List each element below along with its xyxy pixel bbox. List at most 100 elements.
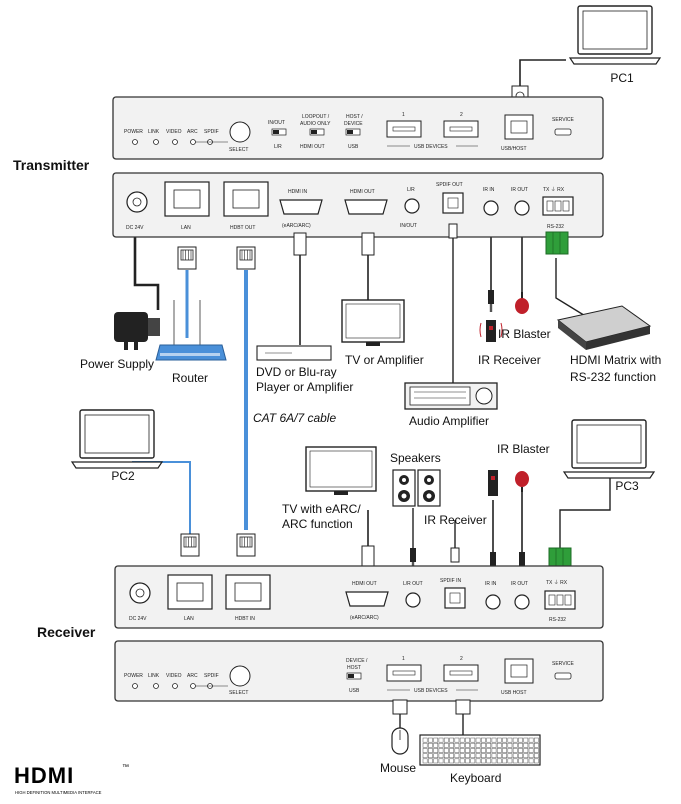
hdmi-matrix-icon bbox=[556, 305, 652, 350]
svg-text:HDMI OUT: HDMI OUT bbox=[350, 189, 375, 195]
keyboard-key bbox=[507, 753, 513, 759]
tx-rs232-green-plug bbox=[545, 231, 569, 255]
tx-lr-port[interactable] bbox=[404, 198, 420, 214]
speakers-label: Speakers bbox=[390, 451, 441, 465]
rx-lr-port[interactable] bbox=[405, 592, 421, 608]
power-supply-label: Power Supply bbox=[80, 357, 154, 371]
keyboard-key bbox=[528, 737, 534, 743]
rx-hdbt-port[interactable] bbox=[225, 574, 271, 610]
tx-rs232-port[interactable] bbox=[542, 196, 574, 216]
keyboard-key bbox=[507, 737, 513, 743]
tv-earc-label-2: ARC function bbox=[282, 517, 353, 531]
pc1-label: PC1 bbox=[610, 71, 634, 85]
keyboard-key bbox=[475, 737, 481, 743]
tv-amplifier-icon bbox=[341, 299, 405, 346]
keyboard-key bbox=[438, 753, 444, 759]
rx-ir-out-port[interactable] bbox=[514, 594, 530, 610]
keyboard-key bbox=[454, 737, 460, 743]
tx-service-port[interactable] bbox=[554, 128, 572, 136]
svg-text:USB DEVICES: USB DEVICES bbox=[414, 144, 448, 150]
dvd-label-2: Player or Amplifier bbox=[256, 380, 353, 394]
svg-text:HDBT OUT: HDBT OUT bbox=[230, 225, 255, 231]
rx-rs232-port[interactable] bbox=[544, 590, 576, 610]
svg-text:1: 1 bbox=[402, 112, 405, 118]
keyboard-key bbox=[433, 742, 439, 748]
keyboard-key bbox=[438, 742, 444, 748]
svg-text:HDMI IN: HDMI IN bbox=[288, 189, 308, 195]
keyboard-key bbox=[534, 758, 539, 764]
tx-ir-in-port[interactable] bbox=[483, 200, 499, 216]
svg-text:LOOPOUT /: LOOPOUT / bbox=[302, 114, 330, 120]
pc1-laptop bbox=[569, 5, 661, 65]
keyboard-key bbox=[465, 748, 470, 753]
keyboard-key bbox=[449, 758, 454, 764]
tx-hdmi-out-port[interactable] bbox=[344, 199, 388, 215]
keyboard-key bbox=[496, 748, 502, 753]
hdmi-matrix-label-2: RS-232 function bbox=[570, 370, 656, 384]
svg-text:2: 2 bbox=[460, 656, 463, 662]
keyboard-key bbox=[491, 748, 497, 753]
keyboard-key bbox=[428, 748, 433, 753]
tv-earc-label-1: TV with eARC/ bbox=[282, 502, 361, 516]
rx-dc-port[interactable] bbox=[129, 582, 151, 604]
rx-hdmi-out-port[interactable] bbox=[345, 591, 389, 607]
keyboard-key bbox=[486, 753, 492, 759]
tx-hdbt-port[interactable] bbox=[223, 181, 269, 217]
svg-text:SPDIF IN: SPDIF IN bbox=[440, 578, 462, 584]
svg-text:SERVICE: SERVICE bbox=[552, 661, 575, 667]
keyboard-key bbox=[428, 742, 433, 748]
tx-select-button[interactable] bbox=[229, 121, 251, 143]
router-icon bbox=[155, 300, 227, 361]
keyboard-key bbox=[443, 758, 449, 764]
keyboard-key bbox=[512, 748, 518, 753]
svg-text:USB/HOST: USB/HOST bbox=[501, 146, 527, 152]
tx-ir-out-port[interactable] bbox=[514, 200, 530, 216]
svg-text:(eARC/ARC): (eARC/ARC) bbox=[282, 223, 311, 229]
keyboard-key bbox=[528, 758, 534, 764]
keyboard-key bbox=[486, 758, 492, 764]
rx-select-button[interactable] bbox=[229, 665, 251, 687]
pc3-laptop bbox=[563, 419, 655, 479]
svg-text:(eARC/ARC): (eARC/ARC) bbox=[350, 615, 379, 621]
power-supply-icon bbox=[114, 312, 160, 350]
svg-text:ARC: ARC bbox=[187, 129, 198, 135]
keyboard-key bbox=[512, 753, 518, 759]
svg-text:AUDIO ONLY: AUDIO ONLY bbox=[300, 121, 331, 127]
keyboard-key bbox=[502, 737, 507, 743]
rx-usb-plugs bbox=[392, 699, 471, 715]
keyboard-key bbox=[428, 758, 433, 764]
keyboard-key bbox=[459, 758, 465, 764]
svg-text:SELECT: SELECT bbox=[229, 147, 248, 153]
keyboard-key bbox=[491, 758, 497, 764]
svg-text:POWER: POWER bbox=[124, 673, 143, 679]
rx-lan-port[interactable] bbox=[167, 574, 213, 610]
keyboard-key bbox=[534, 742, 539, 748]
keyboard-key bbox=[502, 748, 507, 753]
tx-lan-port[interactable] bbox=[164, 181, 210, 217]
keyboard-key bbox=[481, 753, 486, 759]
keyboard-key bbox=[523, 753, 529, 759]
hdmi-logo-word: HDMI bbox=[14, 763, 74, 788]
tx-connectors bbox=[177, 223, 569, 270]
keyboard-key bbox=[507, 742, 513, 748]
keyboard-label: Keyboard bbox=[450, 771, 501, 785]
keyboard-key bbox=[502, 742, 507, 748]
mouse-label: Mouse bbox=[380, 761, 416, 775]
tx-hdmi-in-port[interactable] bbox=[279, 199, 323, 215]
keyboard-key bbox=[470, 748, 476, 753]
rx-ir-in-port[interactable] bbox=[485, 594, 501, 610]
keyboard-key bbox=[502, 753, 507, 759]
dvd-player-icon bbox=[256, 345, 332, 361]
tv-amplifier-label: TV or Amplifier bbox=[345, 353, 424, 367]
tx-usb-host-port[interactable] bbox=[504, 114, 534, 140]
keyboard-key bbox=[528, 742, 534, 748]
rx-service-port[interactable] bbox=[554, 672, 572, 680]
ir-blaster-top-icon bbox=[515, 292, 529, 314]
keyboard-key bbox=[422, 737, 428, 743]
keyboard-key bbox=[433, 758, 439, 764]
keyboard-key bbox=[475, 758, 481, 764]
tx-dc-port[interactable] bbox=[126, 191, 148, 213]
receiver-label: Receiver bbox=[37, 624, 96, 640]
keyboard-key bbox=[518, 748, 523, 753]
pc3-rs232-cable bbox=[559, 472, 611, 548]
